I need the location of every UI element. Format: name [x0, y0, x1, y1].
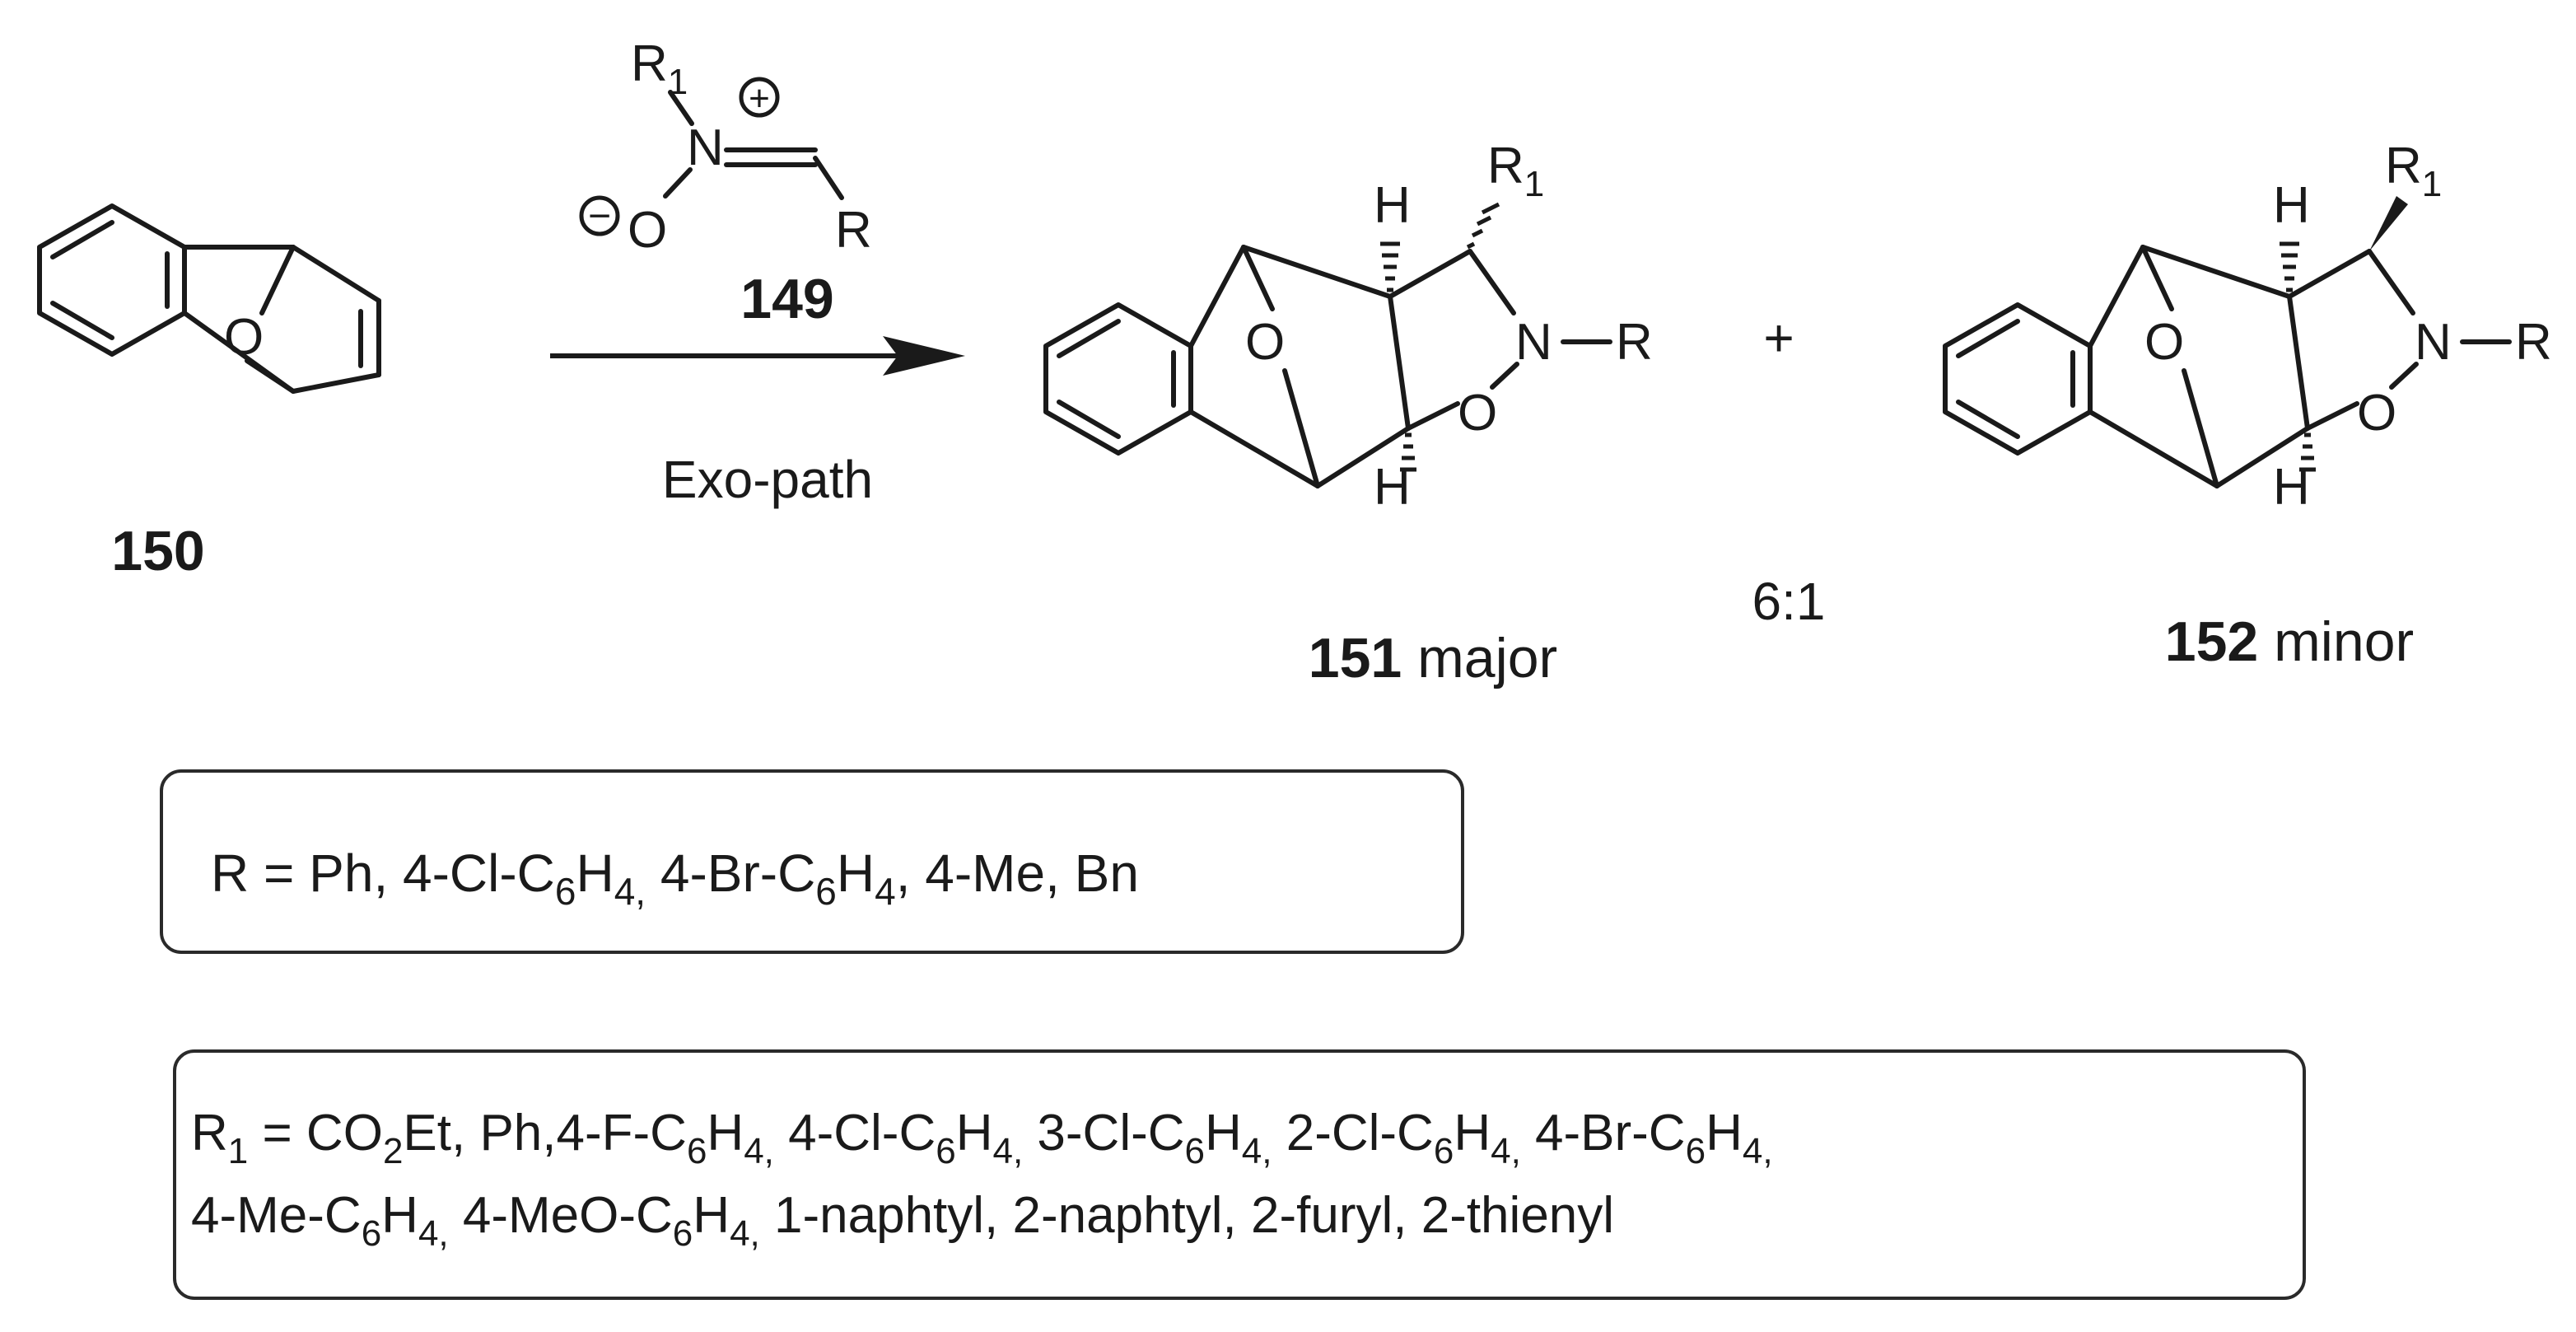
nitrone-r1-label: R1	[631, 35, 688, 102]
arrow-condition-label: Exo-path	[662, 450, 873, 509]
negative-charge: −	[588, 194, 611, 238]
compound-150-label: 150	[111, 520, 204, 582]
compound-151-caption: 151 major	[1309, 627, 1557, 689]
reaction-arrow	[550, 336, 965, 376]
bridge-oxygen-label: O	[224, 309, 264, 366]
compound-149-label: 149	[740, 268, 833, 330]
major-r1-label: R1	[1487, 138, 1544, 204]
nitrone-n-label: N	[687, 119, 724, 176]
major-ring-o-label: O	[1458, 385, 1497, 442]
major-bridge-o-label: O	[1245, 314, 1285, 371]
r1-substituents-box	[173, 1049, 2306, 1300]
minor-h-bottom-label: H	[2273, 459, 2310, 516]
major-r-label: R	[1616, 314, 1653, 371]
r-substituents-box	[160, 769, 1464, 954]
r1-substituents-line2: 4-Me-C6H4, 4-MeO-C6H4, 1-naphtyl, 2-naph…	[191, 1187, 1614, 1254]
minor-h-top-label: H	[2273, 177, 2310, 234]
product-151-structure: H H R1 N R O O	[1046, 138, 1653, 516]
major-n-label: N	[1515, 314, 1552, 371]
minor-bridge-o-label: O	[2144, 314, 2184, 371]
minor-r-label: R	[2515, 314, 2552, 371]
minor-r1-label: R1	[2385, 138, 2442, 204]
nitrone-r-label: R	[835, 202, 872, 259]
r1-substituents-line1: R1 = CO2Et, Ph,4-F-C6H4, 4-Cl-C6H4, 3-Cl…	[191, 1105, 1773, 1171]
oxabenzonorbornadiene-structure: O	[37, 203, 381, 394]
minor-ring-o-label: O	[2357, 385, 2396, 442]
major-h-top-label: H	[1374, 177, 1411, 234]
nitrone-o-label: O	[628, 202, 667, 259]
minor-n-label: N	[2415, 314, 2452, 371]
r-substituents-text: R = Ph, 4-Cl-C6H4, 4-Br-C6H4, 4-Me, Bn	[211, 844, 1139, 913]
product-152-structure: H H R1 N R O O	[1945, 138, 2552, 516]
positive-charge: +	[749, 78, 770, 119]
compound-152-caption: 152 minor	[2165, 610, 2414, 673]
nitrone-structure: R1 + N − O R	[579, 35, 872, 259]
major-h-bottom-label: H	[1374, 459, 1411, 516]
diastereomer-ratio: 6:1	[1752, 572, 1826, 631]
plus-sign: +	[1763, 308, 1794, 367]
